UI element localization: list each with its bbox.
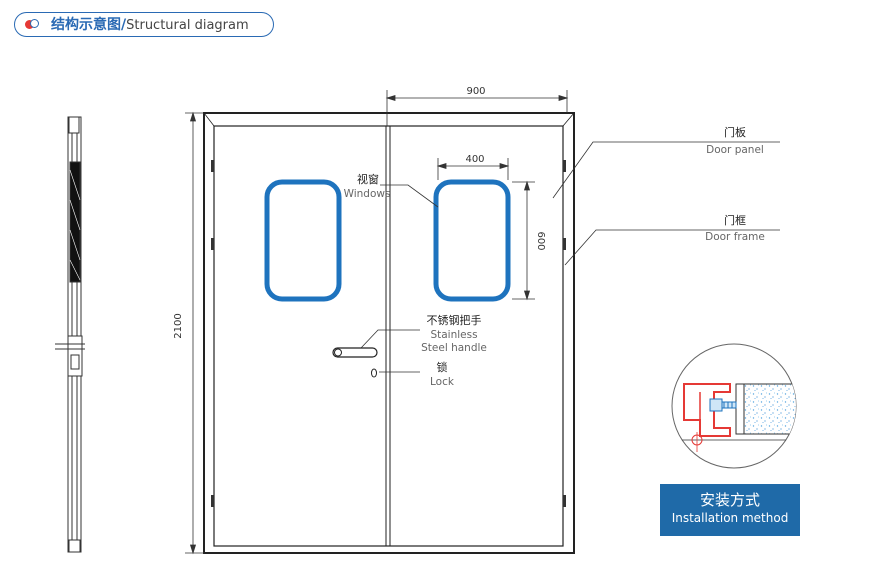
header-badge: 结构示意图/Structural diagram — [14, 12, 274, 37]
label-windows-cn: 视窗 — [357, 172, 379, 186]
window-right — [433, 179, 511, 302]
label-lock-en: Lock — [430, 376, 455, 388]
install-title-en: Installation method — [671, 511, 789, 525]
label-door-frame-cn: 门框 — [724, 213, 746, 227]
leader-door-frame — [564, 229, 780, 266]
hinge-left-bottom — [211, 495, 214, 507]
hinge-right-top — [563, 160, 566, 172]
label-handle-en-2: Steel handle — [421, 342, 487, 354]
hinge-right-mid — [563, 238, 566, 250]
blue-ring-icon — [30, 19, 39, 28]
hinge-left-top — [211, 160, 214, 172]
label-door-panel-cn: 门板 — [724, 125, 746, 139]
header-title: 结构示意图/Structural diagram — [51, 16, 249, 35]
label-lock-cn: 锁 — [437, 360, 448, 374]
door-lock — [371, 368, 377, 378]
hinge-left-mid — [211, 238, 214, 250]
dim-window-width-label: 400 — [465, 154, 484, 165]
dim-overall-width-label: 900 — [466, 86, 485, 97]
side-profile-view — [55, 116, 85, 553]
leader-handle — [360, 329, 420, 349]
header-title-en: Structural diagram — [126, 18, 249, 33]
label-door-frame-en: Door frame — [705, 231, 765, 243]
dimension-window-height — [512, 180, 535, 301]
installation-detail — [671, 343, 797, 469]
dim-overall-height-label: 2100 — [173, 313, 184, 338]
dimension-overall-height — [185, 111, 204, 555]
leader-door-panel — [552, 141, 780, 199]
leader-lines — [360, 141, 780, 373]
window-left — [264, 179, 342, 302]
installation-method-banner: 安装方式 Installation method — [660, 484, 800, 536]
door-frame-inner — [213, 125, 564, 547]
label-door-panel-en: Door panel — [706, 144, 764, 156]
header-title-cn: 结构示意图/ — [51, 17, 127, 33]
red-dot-icon — [25, 20, 34, 29]
hinge-right-bottom — [563, 495, 566, 507]
hinges — [211, 160, 566, 507]
install-title-cn: 安装方式 — [699, 491, 760, 509]
dim-window-height-label: 600 — [535, 231, 546, 250]
door-frame-outer — [203, 112, 575, 554]
dimension-overall-width — [385, 90, 569, 126]
door-handle — [332, 347, 378, 358]
dimension-window-width — [436, 158, 510, 180]
door-front-view — [203, 112, 575, 554]
label-handle-en-1: Stainless — [430, 329, 477, 341]
label-handle-cn: 不锈钢把手 — [427, 313, 482, 327]
leader-windows — [380, 184, 439, 208]
label-windows-en: Windows — [344, 188, 391, 200]
